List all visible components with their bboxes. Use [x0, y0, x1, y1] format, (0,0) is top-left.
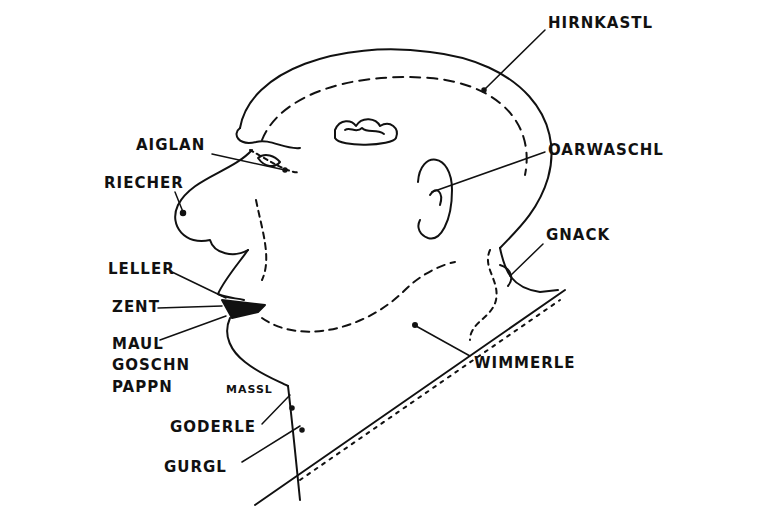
part-label: RIECHER — [104, 176, 184, 191]
brow — [237, 128, 300, 148]
part-label: ZENT — [112, 300, 160, 315]
nose — [175, 150, 252, 254]
leader-line — [175, 192, 183, 212]
nape — [500, 248, 558, 292]
part-label: GURGL — [164, 460, 227, 475]
leader-lines — [158, 30, 545, 462]
teeth — [222, 300, 265, 318]
ear — [418, 160, 452, 239]
leader-dot — [300, 428, 304, 432]
head-outline — [175, 49, 565, 505]
part-label: LELLER — [108, 262, 175, 277]
brain-fold — [345, 128, 384, 134]
leader-dot — [283, 168, 287, 172]
leader-dot — [290, 406, 294, 410]
part-label: GOSCHN — [112, 358, 190, 373]
leader-line — [262, 395, 290, 424]
eye-socket — [250, 150, 300, 172]
neck-wrinkle — [470, 250, 497, 340]
part-label: MAUL — [112, 337, 164, 352]
collar-inner — [300, 300, 560, 480]
part-label: PAPPN — [112, 380, 173, 395]
leader-line — [172, 272, 226, 298]
leader-line — [416, 326, 470, 356]
part-label: MASSL — [226, 384, 273, 395]
leader-line — [510, 244, 543, 276]
part-label: OARWASCHL — [548, 143, 664, 158]
leader-dot — [181, 211, 186, 216]
throat — [288, 386, 300, 500]
skull-inner-line — [262, 77, 527, 175]
leader-line — [212, 154, 285, 170]
skull-line — [240, 49, 552, 248]
jaw-line — [262, 262, 455, 332]
leader-line — [158, 306, 222, 308]
leader-dot — [482, 88, 486, 92]
upper-lip — [218, 250, 248, 300]
part-label: WIMMERLE — [474, 356, 576, 371]
chin — [227, 318, 288, 386]
part-label: GNACK — [546, 228, 610, 243]
leader-line — [160, 316, 226, 340]
part-label: AIGLAN — [136, 138, 205, 153]
part-label: HIRNKASTL — [548, 16, 653, 31]
collar-line — [255, 290, 565, 505]
cheek-line — [256, 200, 266, 280]
brain — [335, 119, 397, 145]
part-label: GODERLE — [170, 420, 256, 435]
leader-line — [432, 152, 545, 192]
leader-line — [484, 30, 545, 90]
